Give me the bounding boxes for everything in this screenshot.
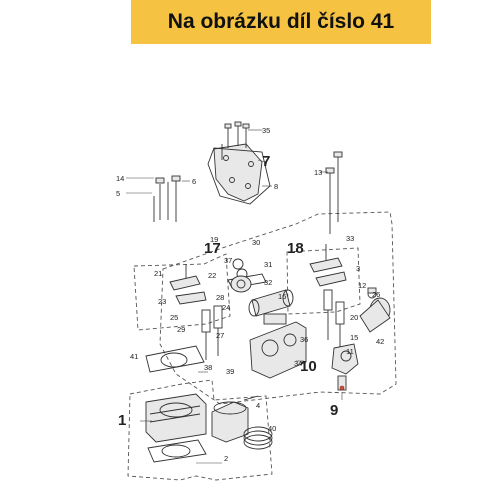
head-gasket xyxy=(145,345,205,373)
callout-major-9: 9 xyxy=(330,402,338,419)
callout-part-32: 32 xyxy=(264,278,272,287)
assembly-outline-head xyxy=(159,211,397,405)
callout-part-24: 24 xyxy=(222,303,230,312)
callout-part-28: 28 xyxy=(216,293,224,302)
valve-cover-part xyxy=(207,143,271,205)
callout-part-6: 6 xyxy=(192,177,196,186)
intake-manifold xyxy=(359,287,391,333)
callout-part-34: 34 xyxy=(294,359,302,368)
callout-major-7: 7 xyxy=(262,153,270,170)
callout-part-29: 29 xyxy=(177,325,185,334)
callout-part-30: 30 xyxy=(252,238,260,247)
intake-pipe xyxy=(331,343,359,375)
callout-part-14: 14 xyxy=(116,174,124,183)
callout-major-10: 10 xyxy=(300,358,317,375)
callout-part-26: 26 xyxy=(372,290,380,299)
leader-lines xyxy=(126,129,343,464)
assembly-outline-left-rocker xyxy=(133,253,231,331)
right-rocker-arms xyxy=(309,244,347,287)
callout-part-36: 36 xyxy=(300,335,308,344)
callout-part-11: 11 xyxy=(346,347,354,356)
callout-part-33: 33 xyxy=(346,234,354,243)
callout-part-15: 15 xyxy=(350,333,358,342)
callout-part-2: 2 xyxy=(224,454,228,463)
part-9-assembly xyxy=(337,375,347,391)
long-bolts xyxy=(325,151,343,234)
callout-part-22: 22 xyxy=(208,271,216,280)
cylinder-studs xyxy=(153,175,181,222)
callout-major-17: 17 xyxy=(204,240,221,257)
piston-rings xyxy=(243,426,273,450)
camshaft xyxy=(248,289,294,317)
callout-part-4: 4 xyxy=(256,401,260,410)
callout-part-27: 27 xyxy=(216,331,224,340)
callout-part-40: 40 xyxy=(268,424,276,433)
cover-bolts xyxy=(221,121,250,160)
callout-part-20: 20 xyxy=(350,313,358,322)
callout-part-37: 37 xyxy=(224,256,232,265)
callout-part-19: 19 xyxy=(210,235,218,244)
callout-part-3: 3 xyxy=(356,264,360,273)
cylinder-head xyxy=(249,313,307,379)
piston xyxy=(211,395,259,443)
callout-part-39: 39 xyxy=(226,367,234,376)
banner-title: Na obrázku díl číslo 41 xyxy=(167,10,395,33)
callout-part-21: 21 xyxy=(154,269,162,278)
cylinder-block xyxy=(145,393,207,443)
callout-part-41: 41 xyxy=(130,352,138,361)
callout-major-18: 18 xyxy=(287,240,304,257)
assembly-outline-cylinder xyxy=(127,379,273,481)
callout-part-12: 12 xyxy=(358,281,366,290)
callout-part-8: 8 xyxy=(274,182,278,191)
base-gasket xyxy=(147,439,207,463)
callout-major-1: 1 xyxy=(118,412,126,429)
callout-part-38: 38 xyxy=(204,363,212,372)
callout-part-23: 23 xyxy=(158,297,166,306)
title-banner: Na obrázku díl číslo 41 xyxy=(131,0,431,44)
callout-part-25: 25 xyxy=(170,313,178,322)
callout-part-13: 13 xyxy=(314,168,322,177)
callout-part-16: 16 xyxy=(278,292,286,301)
callout-part-42: 42 xyxy=(376,337,384,346)
left-rocker-arms xyxy=(169,264,207,305)
timing-components xyxy=(227,258,267,293)
callout-part-35: 35 xyxy=(262,126,270,135)
callout-part-5: 5 xyxy=(116,189,120,198)
callout-part-31: 31 xyxy=(264,260,272,269)
